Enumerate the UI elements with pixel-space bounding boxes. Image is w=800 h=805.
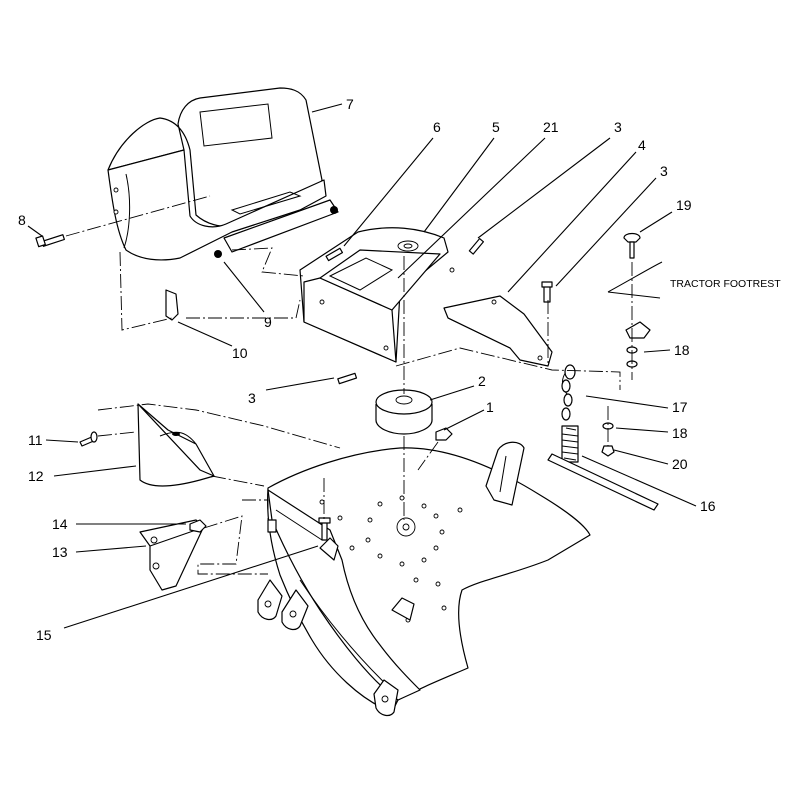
callout-18: 18 [674, 342, 690, 358]
seat-part-7 [107, 87, 339, 261]
leader-lines [27, 103, 697, 629]
callout-13: 13 [52, 544, 68, 560]
callout-1: 1 [486, 399, 494, 415]
callout-11: 11 [28, 432, 43, 448]
callout-12: 12 [28, 468, 44, 484]
bolt-part-3-vertical [541, 281, 553, 303]
bolt-part-9 [215, 251, 221, 257]
callout-17: 17 [672, 399, 688, 415]
callout-9: 9 [264, 314, 272, 330]
callout-8: 8 [18, 212, 26, 228]
callout-14: 14 [52, 516, 68, 532]
pulley-part-2 [375, 389, 433, 435]
callout-15: 15 [36, 627, 52, 643]
callout-5: 5 [492, 119, 500, 135]
bolt-part-8 [35, 234, 65, 248]
bolt-part-15 [318, 517, 331, 541]
callout-21: 21 [543, 119, 559, 135]
callout-19: 19 [676, 197, 692, 213]
centerlines [65, 195, 633, 575]
bracket-part-10 [165, 289, 179, 321]
callout-7: 7 [346, 96, 354, 112]
callout-20: 20 [672, 456, 688, 472]
callout-16: 16 [700, 498, 716, 514]
callout-6: 6 [433, 119, 441, 135]
bolt-part-18-deck [267, 519, 277, 533]
footrest-hardware [547, 232, 663, 511]
callout-3: 3 [660, 163, 668, 179]
nut-part-1 [435, 427, 453, 441]
callout-18: 18 [672, 425, 688, 441]
deck-housing [257, 441, 591, 717]
callout-10: 10 [232, 345, 248, 361]
callout-4: 4 [638, 137, 646, 153]
callout-labels: 7 6 5 21 3 4 3 19 8 9 10 18 3 2 1 17 18 … [18, 96, 781, 643]
bolt-part-11 [79, 431, 98, 447]
bracket-part-4 [443, 295, 553, 367]
bolts-part-6-and-3 [325, 237, 485, 385]
callout-3: 3 [614, 119, 622, 135]
callout-3: 3 [248, 390, 256, 406]
discharge-chute-part-12 [137, 403, 215, 487]
seat-pan-part-5 [299, 227, 455, 363]
callout-2: 2 [478, 373, 486, 389]
tractor-footrest-note: TRACTOR FOOTREST [670, 278, 781, 290]
nut-part-14 [189, 519, 207, 533]
